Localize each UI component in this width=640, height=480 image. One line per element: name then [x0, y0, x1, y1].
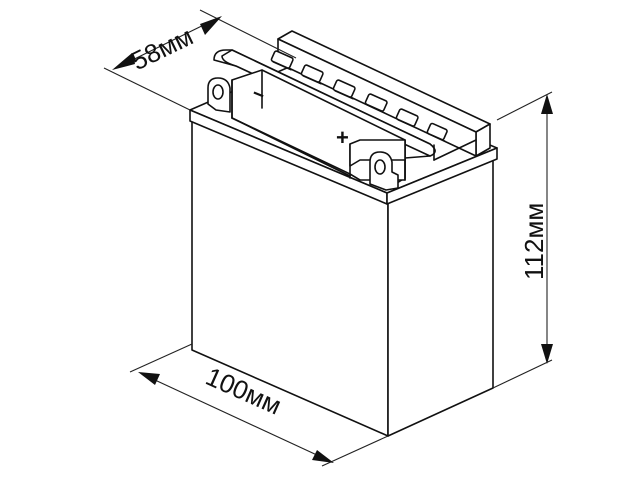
vent-cap-6 — [426, 122, 448, 142]
vent-cap-3 — [332, 79, 356, 100]
dimension-height: 112мм — [492, 91, 553, 389]
vent-cap-1 — [270, 50, 294, 71]
positive-terminal-lug — [369, 151, 399, 191]
negative-terminal-lug — [207, 77, 231, 113]
depth-label: 58мм — [126, 21, 197, 76]
positive-terminal-symbol: + — [336, 125, 349, 150]
vent-cap-5 — [395, 108, 419, 129]
vent-cap-2 — [300, 64, 324, 85]
height-label: 112мм — [519, 203, 549, 280]
vent-cap-4 — [364, 93, 388, 114]
vent-caps — [270, 50, 448, 142]
